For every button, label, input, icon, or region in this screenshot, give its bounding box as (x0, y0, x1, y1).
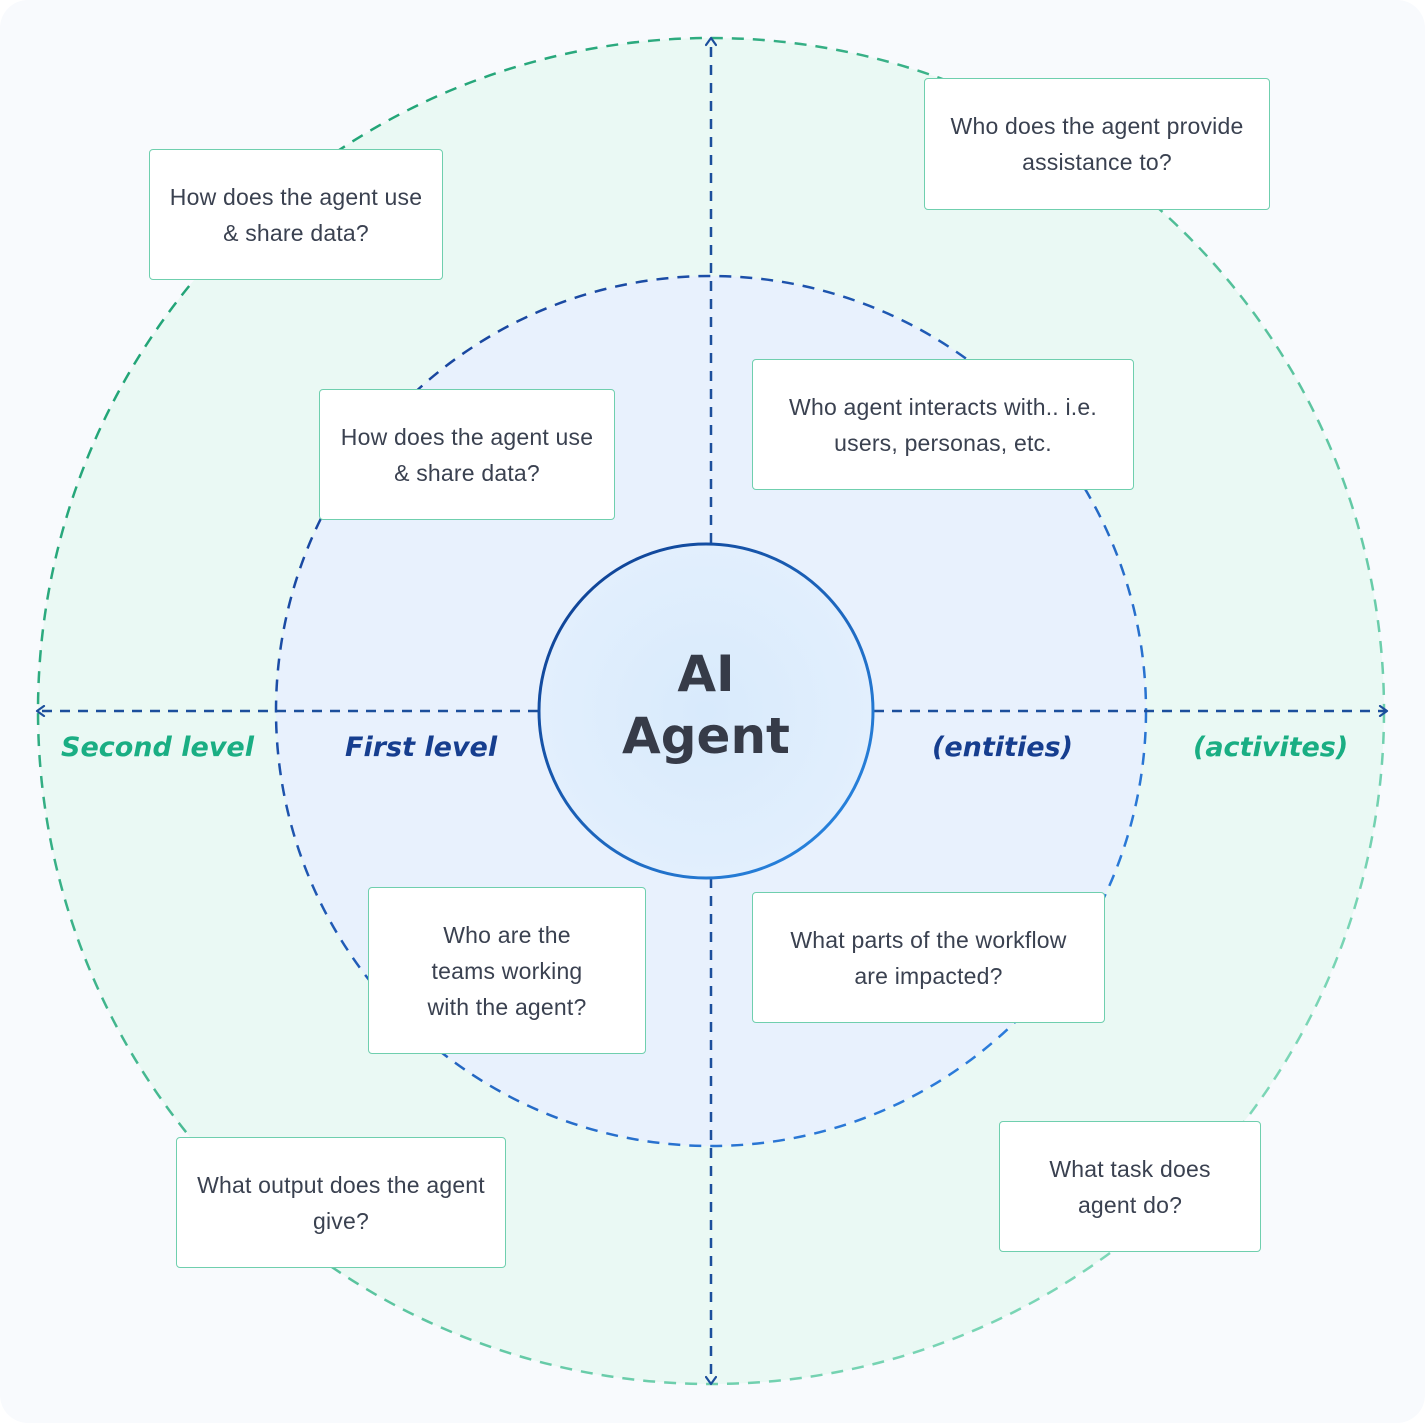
question-text: What output does the agent give? (197, 1171, 485, 1234)
question-box-outer-top-left: How does the agent use & share data? (149, 149, 443, 280)
question-text: Who does the agent provide assistance to… (950, 113, 1244, 175)
question-box-inner-top-right: Who agent interacts with.. i.e. users, p… (752, 359, 1134, 490)
center-label-line1: AI (677, 645, 735, 703)
question-box-outer-top-right: Who does the agent provide assistance to… (924, 78, 1270, 210)
entities-label: (entities) (932, 732, 1073, 763)
question-text: Who are the teams working with the agent… (427, 921, 587, 1020)
question-text: What parts of the workflow are impacted? (790, 926, 1067, 989)
second-level-label: Second level (61, 732, 254, 763)
question-box-inner-bottom-right: What parts of the workflow are impacted? (752, 892, 1105, 1023)
activities-label: (activites) (1193, 732, 1349, 763)
center-label-line2: Agent (622, 707, 790, 765)
question-box-outer-bottom-right: What task does agent do? (999, 1121, 1261, 1252)
question-box-inner-top-left: How does the agent use & share data? (319, 389, 615, 520)
first-level-label: First level (345, 732, 498, 763)
question-text: What task does agent do? (1049, 1155, 1211, 1218)
question-text: How does the agent use & share data? (169, 183, 423, 246)
question-box-outer-bottom-left: What output does the agent give? (176, 1137, 506, 1268)
question-text: How does the agent use & share data? (340, 423, 594, 486)
center-circle (537, 542, 875, 880)
question-text: Who agent interacts with.. i.e. users, p… (789, 393, 1097, 456)
question-box-inner-bottom-left: Who are the teams working with the agent… (368, 887, 646, 1054)
center-label: AI Agent (538, 643, 874, 767)
